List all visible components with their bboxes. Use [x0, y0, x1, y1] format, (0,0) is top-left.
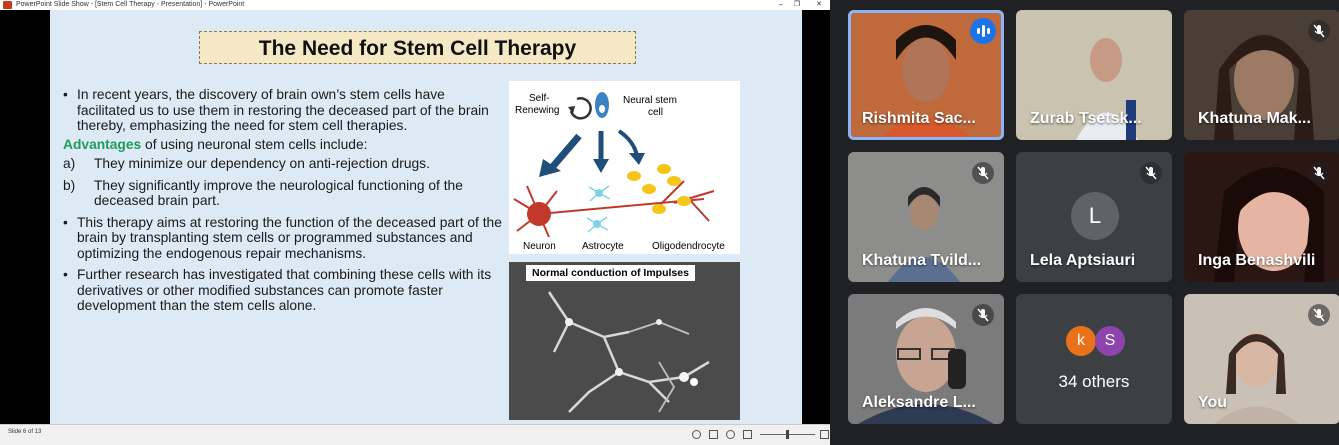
list-item-b: b) They significantly improve the neurol… — [62, 178, 502, 209]
neuron-icon — [513, 180, 715, 238]
slide-title: The Need for Stem Cell Therapy — [258, 37, 577, 60]
advantages-label: Advantages — [63, 136, 142, 152]
window-title: PowerPoint Slide Show - [Stem Cell Thera… — [16, 1, 245, 8]
neural-stem-label: cell — [648, 107, 663, 118]
notes-icon[interactable] — [709, 430, 718, 439]
astrocyte-icon — [586, 185, 611, 233]
neural-stem-label: Neural stem — [623, 95, 677, 106]
participant-video — [1184, 10, 1339, 140]
arrowhead-icon — [568, 106, 575, 114]
mic-off-icon — [1308, 304, 1330, 326]
list-text: They significantly improve the neurologi… — [94, 177, 463, 209]
list-text: They minimize our dependency on anti-rej… — [94, 156, 430, 171]
slide[interactable]: The Need for Stem Cell Therapy • In rece… — [50, 10, 802, 424]
micrograph-picture — [509, 262, 740, 420]
stem-cell-diagram: Self- Renewing Neural stem cell — [509, 81, 740, 254]
list-label: a) — [63, 156, 76, 171]
window-titlebar: PowerPoint Slide Show - [Stem Cell Thera… — [0, 0, 830, 10]
participant-video — [1184, 152, 1339, 282]
bullet-mark: • — [63, 87, 68, 102]
bullet-text: This therapy aims at restoring the funct… — [77, 214, 502, 261]
slide-show-area[interactable]: The Need for Stem Cell Therapy • In rece… — [0, 10, 830, 424]
next-icon[interactable] — [726, 430, 735, 439]
bullet-mark: • — [63, 267, 68, 282]
close-button[interactable]: ✕ — [816, 1, 822, 8]
slide-show-statusbar: Slide 6 of 13 — [0, 424, 830, 445]
participant-name: You — [1198, 394, 1228, 411]
bullet-text: In recent years, the discovery of brain … — [77, 87, 489, 133]
slide-number: Slide 6 of 13 — [8, 429, 42, 435]
participant-tile[interactable]: L Lela Aptsiauri — [1016, 152, 1172, 282]
cycle-arrow-icon — [569, 97, 592, 120]
oligodendrocyte-label: Oligodendrocyte — [652, 241, 725, 252]
participant-name: Khatuna Tvild... — [862, 252, 982, 269]
arrow-to-neuron-icon — [546, 133, 582, 174]
fit-slide-icon[interactable] — [820, 430, 829, 439]
bullet-2: • This therapy aims at restoring the fun… — [62, 215, 502, 262]
micrograph-caption: Normal conduction of Impulses — [526, 265, 695, 281]
avatar: L — [1071, 192, 1119, 240]
participant-tile[interactable]: Zurab Tsetsk... — [1016, 10, 1172, 140]
bullet-mark: • — [63, 214, 68, 230]
list-label: b) — [63, 177, 76, 193]
slide-title-box: The Need for Stem Cell Therapy — [199, 31, 636, 64]
participant-name: Zurab Tsetsk... — [1030, 110, 1142, 127]
powerpoint-window: PowerPoint Slide Show - [Stem Cell Thera… — [0, 0, 830, 445]
others-count: 34 others — [1058, 372, 1130, 391]
bullet-text: Further research has investigated that c… — [77, 267, 492, 313]
mic-off-icon — [1308, 162, 1330, 184]
list-item-a: a) They minimize our dependency on anti-… — [62, 156, 502, 172]
avatar: k — [1066, 326, 1096, 356]
zoom-slider-thumb[interactable] — [786, 430, 789, 439]
participant-tile[interactable]: Inga Benashvili — [1184, 152, 1339, 282]
mic-off-icon — [972, 162, 994, 184]
reading-view-icon[interactable] — [743, 430, 752, 439]
advantages-text: of using neuronal stem cells include: — [141, 136, 368, 152]
oligodendrocyte-icon — [627, 164, 691, 214]
micrograph-image: Normal conduction of Impulses — [509, 262, 740, 420]
previous-icon[interactable] — [692, 430, 701, 439]
stem-cell-diagram-illustration: Self- Renewing Neural stem cell — [513, 92, 725, 252]
neuron-label: Neuron — [523, 241, 556, 252]
participant-tile[interactable]: Khatuna Mak... — [1184, 10, 1339, 140]
participant-name: Rishmita Sac... — [862, 110, 976, 127]
participant-tile[interactable]: Khatuna Tvild... — [848, 152, 1004, 282]
avatar: S — [1095, 326, 1125, 356]
minimize-button[interactable]: – — [779, 1, 783, 8]
others-tile[interactable]: k S 34 others — [1016, 294, 1172, 424]
participant-tile[interactable]: Aleksandre L... — [848, 294, 1004, 424]
participant-name: Khatuna Mak... — [1198, 110, 1311, 127]
participant-tile[interactable]: Rishmita Sac... — [848, 10, 1004, 140]
bullet-3: • Further research has investigated that… — [62, 267, 502, 314]
mic-off-icon — [972, 304, 994, 326]
restore-button[interactable]: ❐ — [793, 1, 801, 8]
participant-name: Lela Aptsiauri — [1030, 252, 1136, 269]
participant-name: Inga Benashvili — [1198, 252, 1316, 269]
powerpoint-icon — [3, 1, 12, 9]
self-renewing-label: Self- — [529, 93, 550, 104]
mic-off-icon — [1308, 20, 1330, 42]
participant-name: Aleksandre L... — [862, 394, 976, 411]
bullet-1: • In recent years, the discovery of brai… — [62, 87, 502, 134]
slide-body: • In recent years, the discovery of brai… — [62, 87, 502, 317]
speaking-indicator-icon — [970, 18, 996, 44]
participant-video — [1016, 10, 1172, 140]
advantages-heading: Advantages of using neuronal stem cells … — [63, 137, 502, 153]
astrocyte-label: Astrocyte — [582, 241, 624, 252]
mic-off-icon — [1140, 162, 1162, 184]
arrow-to-oligo-icon — [617, 129, 639, 157]
self-renewing-label: Renewing — [515, 105, 559, 116]
participant-tile-self[interactable]: You — [1184, 294, 1339, 424]
